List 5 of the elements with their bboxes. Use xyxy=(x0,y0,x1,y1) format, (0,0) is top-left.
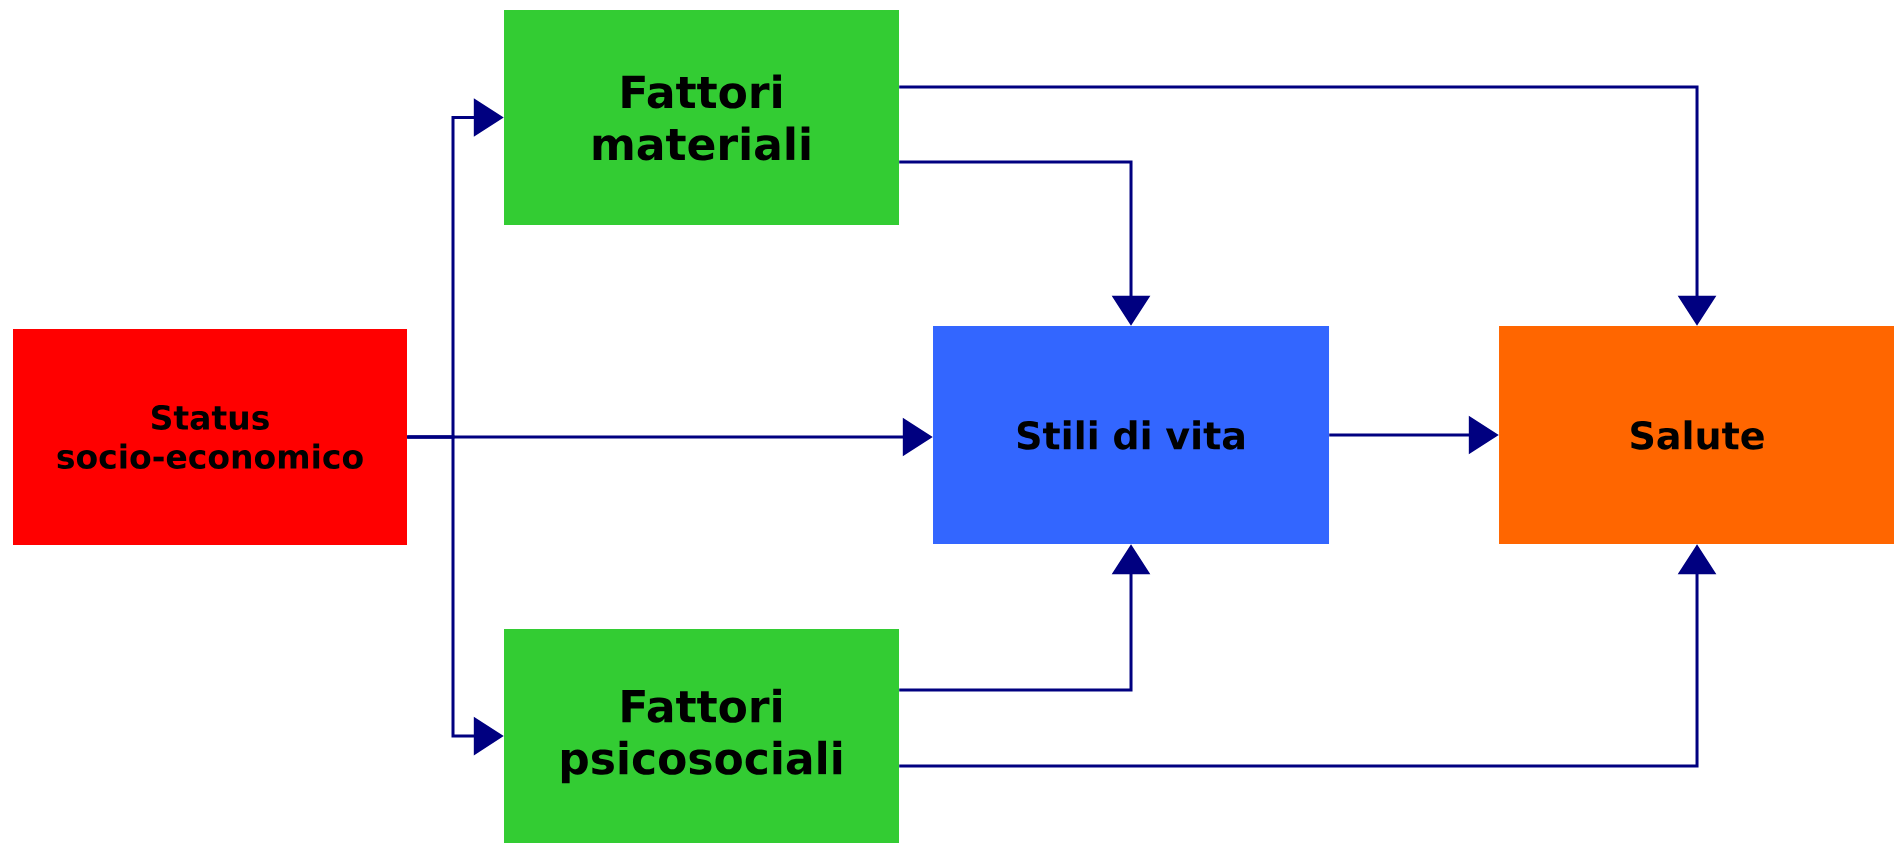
process-box: Fattori materiali xyxy=(504,10,899,225)
process-box: Stili di vita xyxy=(933,326,1329,544)
process-box: Status socio-economico xyxy=(13,329,407,545)
process-box: Fattori psicosociali xyxy=(504,629,899,843)
process-box: Salute xyxy=(1499,326,1894,544)
